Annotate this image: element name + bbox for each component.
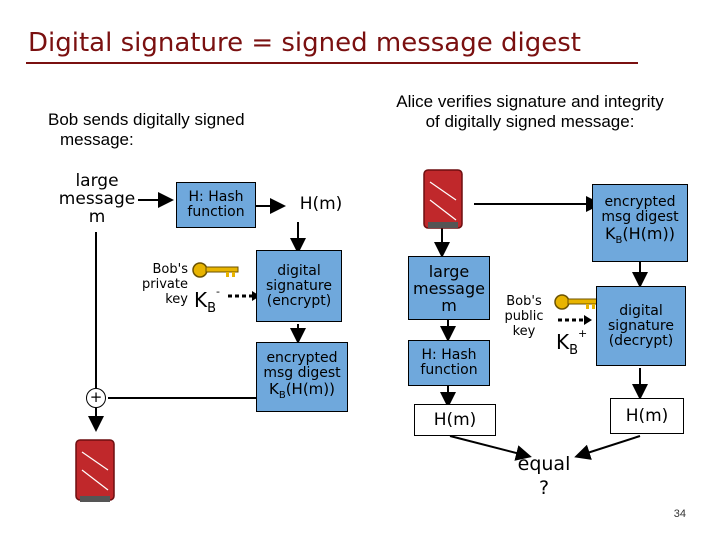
right-encdig-rest: (H(m)) xyxy=(622,224,675,244)
left-encrypted-digest-box: encrypted msg digest KB(H(m)) xyxy=(256,342,348,412)
page-title: Digital signature = signed message diges… xyxy=(28,28,581,58)
public-key-sup: + xyxy=(578,327,588,341)
left-digsig-line1: digital xyxy=(277,262,321,279)
private-key-icon xyxy=(192,262,239,278)
public-key-sub: B xyxy=(569,343,579,358)
right-heading-line2: of digitally signed message: xyxy=(425,112,635,131)
private-key-symbol: KB - xyxy=(194,285,221,316)
left-encdig-rest: (H(m)) xyxy=(285,379,336,398)
left-large-message-line3: m xyxy=(88,207,106,227)
left-heading-line2: message: xyxy=(60,130,134,149)
public-key-line1: Bob's xyxy=(506,294,542,309)
page-number: 34 xyxy=(673,508,686,520)
left-hash-function-box: H: Hash function xyxy=(176,182,256,228)
plus-icon: + xyxy=(86,388,106,408)
right-digital-signature-box: digital signature (decrypt) xyxy=(596,286,686,366)
right-digsig-line1: digital xyxy=(619,302,663,319)
private-key-line2: private xyxy=(142,277,188,292)
equal-label: equal ? xyxy=(512,452,576,500)
left-encdig-formula: KB(H(m)) xyxy=(268,379,336,404)
left-heading-line1: Bob sends digitally signed xyxy=(48,110,245,129)
public-key-icon xyxy=(554,294,599,310)
left-encdig-k: K xyxy=(268,379,279,398)
left-encdig-sub: B xyxy=(278,389,286,401)
public-key-line3: key xyxy=(512,324,536,339)
right-hash-line1: H: Hash xyxy=(421,347,477,363)
right-hm-left-box: H(m) xyxy=(414,404,496,436)
right-encrypted-digest-box: encrypted msg digest KB(H(m)) xyxy=(592,184,688,262)
right-hm-right-text: H(m) xyxy=(625,405,669,426)
title-underline xyxy=(26,62,638,64)
right-heading-line1: Alice verifies signature and integrity xyxy=(396,92,664,111)
right-encdig-sub: B xyxy=(615,235,623,247)
right-hash-line2: function xyxy=(420,362,478,378)
question-text: ? xyxy=(538,477,550,499)
left-hash-line2: function xyxy=(187,204,245,220)
right-hm-left-text: H(m) xyxy=(433,409,477,430)
public-key-line2: public xyxy=(504,309,544,324)
right-large-message-line3: m xyxy=(441,295,457,315)
left-private-key-label: Bob's private key xyxy=(126,262,188,307)
left-large-message-line2: message xyxy=(58,189,136,209)
right-large-message-line2: message xyxy=(413,278,485,298)
right-digsig-line2: signature xyxy=(608,317,674,334)
right-encdig-k: K xyxy=(605,224,616,244)
private-key-k: K xyxy=(194,288,208,312)
left-large-message-box: large message m xyxy=(56,168,138,230)
equal-text: equal xyxy=(517,453,571,475)
public-key-k: K xyxy=(556,330,570,354)
right-digsig-line3: (decrypt) xyxy=(608,332,674,349)
left-digsig-line3: (encrypt) xyxy=(266,292,332,309)
left-encdig-line1: encrypted xyxy=(266,349,338,366)
private-key-line3: key xyxy=(165,292,188,307)
right-encdig-line2: msg digest xyxy=(601,209,679,226)
right-encdig-formula: KB(H(m)) xyxy=(605,225,675,250)
private-key-sup: - xyxy=(216,285,221,299)
left-encdig-line2: msg digest xyxy=(263,364,341,381)
bob-figure-icon xyxy=(75,439,115,502)
right-public-key-label: Bob's public key xyxy=(500,294,548,339)
private-key-line1: Bob's xyxy=(152,262,188,277)
left-digital-signature-box: digital signature (encrypt) xyxy=(256,250,342,322)
left-hm-label: H(m) xyxy=(299,194,343,214)
right-heading: Alice verifies signature and integrity o… xyxy=(370,92,690,132)
left-digsig-line2: signature xyxy=(266,277,332,294)
public-key-symbol: KB + xyxy=(556,327,588,358)
right-large-message-box: large message m xyxy=(408,256,490,320)
right-hm-right-box: H(m) xyxy=(610,398,684,434)
left-hash-line1: H: Hash xyxy=(188,189,244,205)
private-key-sub: B xyxy=(207,301,217,316)
alice-figure-icon xyxy=(423,169,463,229)
right-hash-function-box: H: Hash function xyxy=(408,340,490,386)
left-heading: Bob sends digitally signed message: xyxy=(48,110,308,150)
right-large-message-line1: large xyxy=(428,261,470,281)
right-encdig-line1: encrypted xyxy=(604,194,676,211)
left-large-message-line1: large xyxy=(75,171,119,191)
